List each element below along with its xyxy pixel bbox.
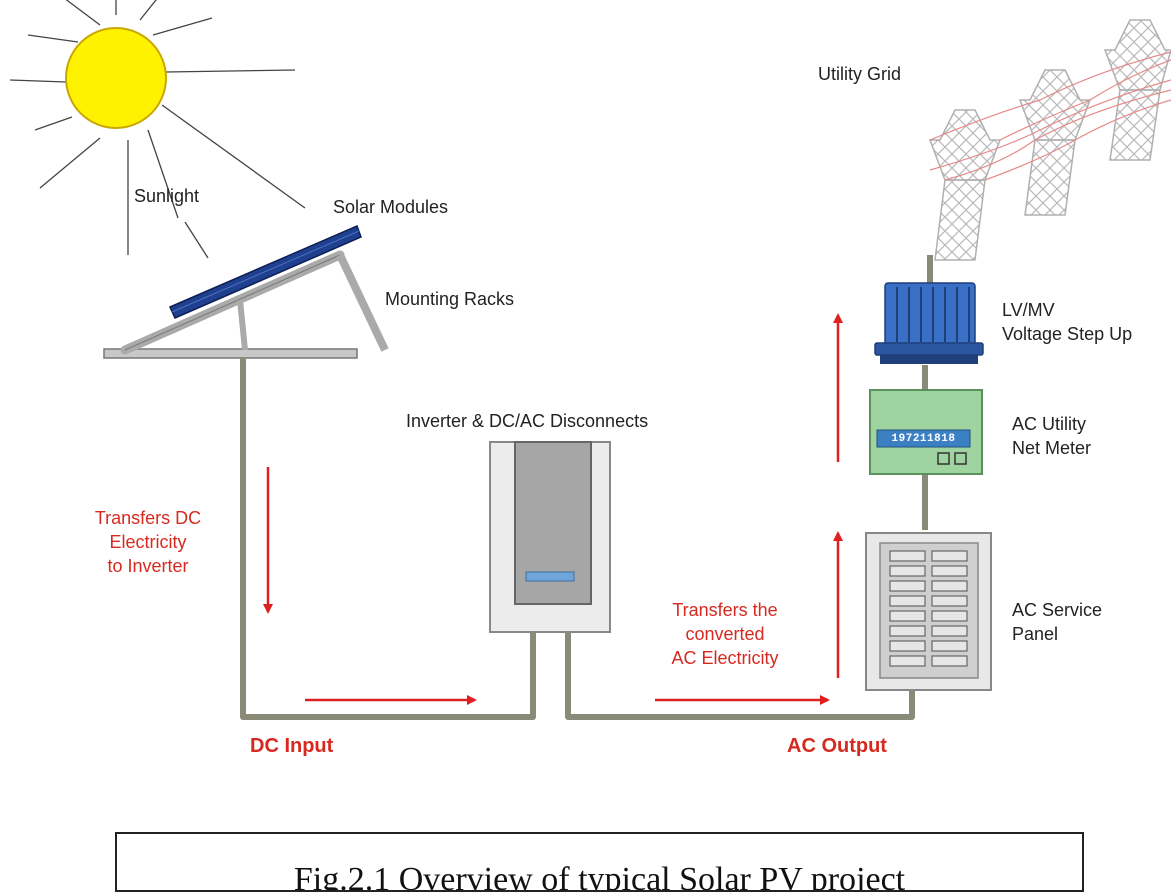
net-meter-icon bbox=[869, 389, 983, 475]
transmission-tower-icon bbox=[928, 19, 1171, 261]
label-transformer-line2: Voltage Step Up bbox=[1002, 323, 1133, 344]
meter-reading: 197211818 bbox=[891, 433, 956, 445]
label-transformer-line1: LV/MV bbox=[1002, 300, 1055, 320]
label-ac-transfer-line3: AC Electricity bbox=[671, 647, 779, 668]
label-dc-transfer-line2: Electricity bbox=[109, 531, 187, 552]
label-dc-transfer-line1: Transfers DC bbox=[94, 508, 202, 528]
label-utility-grid: Utility Grid bbox=[818, 64, 902, 84]
label-solar-modules: Solar Modules bbox=[333, 197, 449, 217]
label-dc-input: DC Input bbox=[250, 735, 334, 757]
label-ac-output: AC Output bbox=[787, 735, 887, 757]
label-ac-transfer: Transfers the converted AC Electricity bbox=[640, 599, 810, 671]
pv-system-diagram bbox=[9, 0, 1171, 720]
label-net-meter-line2: Net Meter bbox=[1012, 437, 1092, 458]
label-service-panel-line1: AC Service bbox=[1012, 600, 1103, 620]
label-net-meter-line1: AC Utility bbox=[1012, 414, 1087, 434]
label-dc-transfer: Transfers DC Electricity to Inverter bbox=[66, 507, 230, 579]
transformer-icon bbox=[874, 282, 984, 364]
caption-box: Fig.2.1 Overview of typical Solar PV pro… bbox=[115, 832, 1084, 892]
inverter-icon bbox=[489, 441, 611, 633]
label-transformer: LV/MV Voltage Step Up bbox=[1002, 299, 1132, 347]
label-ac-transfer-line1: Transfers the bbox=[672, 600, 778, 620]
label-mounting-racks: Mounting Racks bbox=[385, 289, 515, 309]
label-sunlight: Sunlight bbox=[134, 186, 200, 206]
sun-icon bbox=[9, 0, 306, 259]
label-inverter: Inverter & DC/AC Disconnects bbox=[406, 411, 649, 431]
wiring bbox=[240, 255, 933, 720]
label-service-panel: AC Service Panel bbox=[1012, 599, 1102, 647]
label-net-meter: AC Utility Net Meter bbox=[1012, 413, 1091, 461]
label-dc-transfer-line3: to Inverter bbox=[107, 555, 189, 576]
solar-panel-icon bbox=[103, 224, 389, 359]
label-ac-transfer-line2: converted bbox=[685, 623, 765, 644]
label-service-panel-line2: Panel bbox=[1012, 623, 1059, 644]
figure-caption: Fig.2.1 Overview of typical Solar PV pro… bbox=[293, 861, 906, 892]
flow-arrows bbox=[263, 313, 843, 705]
service-panel-icon bbox=[865, 532, 992, 691]
